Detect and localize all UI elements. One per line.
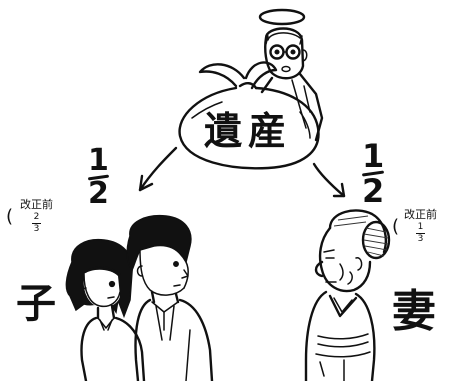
child-share-fraction: 1 2 bbox=[87, 143, 109, 211]
wife-prior-bar bbox=[416, 233, 425, 235]
girl-figure bbox=[65, 238, 146, 381]
arrow-to-child bbox=[138, 146, 178, 192]
child-prior-denominator: 3 bbox=[33, 224, 40, 235]
child-share-denominator: 2 bbox=[88, 176, 109, 211]
money-bag bbox=[178, 61, 320, 170]
wife-heir-label: 妻 bbox=[392, 286, 436, 337]
child-prior-label: 改正前 bbox=[20, 198, 53, 211]
wife-share-fraction: 1 2 bbox=[361, 137, 385, 210]
halo-icon bbox=[258, 8, 306, 26]
wife-prior-label: 改正前 bbox=[404, 208, 437, 221]
elderly-woman-figure bbox=[304, 209, 391, 381]
child-share-numerator: 1 bbox=[88, 143, 109, 178]
wife-note-paren: ( bbox=[392, 216, 400, 237]
child-heir-label: 子 bbox=[16, 280, 56, 327]
wife-prior-numerator: 1 bbox=[417, 222, 424, 232]
boy-figure bbox=[126, 214, 214, 381]
wife-prior-fraction: 1 3 bbox=[416, 223, 425, 244]
child-note-paren: ( bbox=[6, 206, 14, 227]
child-prior-bar bbox=[32, 223, 41, 225]
estate-label: 遺産 bbox=[204, 108, 293, 153]
wife-prior-denominator: 3 bbox=[417, 234, 424, 245]
child-prior-fraction: 2 3 bbox=[32, 213, 41, 234]
arrow-to-wife bbox=[312, 162, 346, 198]
child-prior-note: 改正前 2 3 bbox=[20, 196, 53, 234]
wife-prior-note: 改正前 1 3 bbox=[404, 206, 437, 244]
child-prior-numerator: 2 bbox=[33, 212, 40, 222]
wife-share-denominator: 2 bbox=[362, 172, 385, 210]
wife-share-numerator: 1 bbox=[362, 137, 385, 175]
